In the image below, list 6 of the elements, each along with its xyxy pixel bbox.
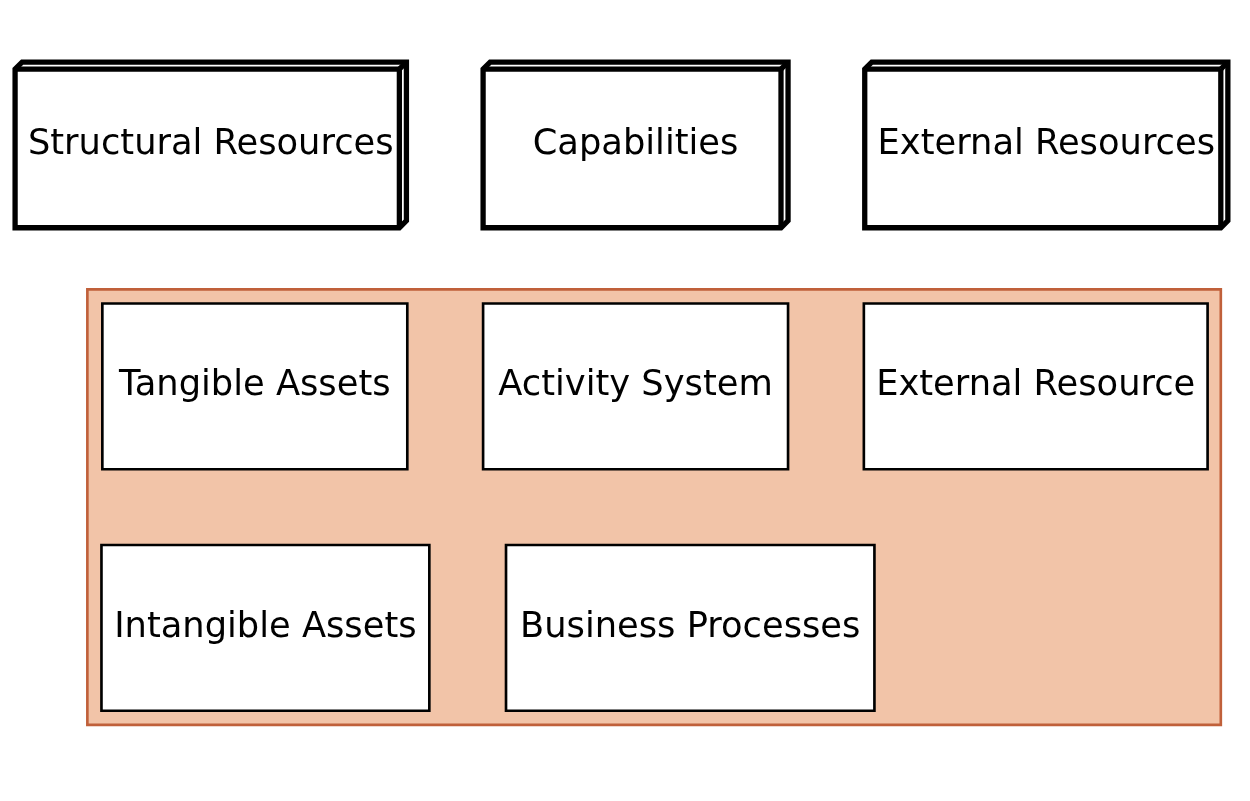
node-box: Business Processes xyxy=(504,543,876,713)
cluster xyxy=(86,288,1223,727)
node-box: External Resource xyxy=(862,302,1209,471)
node-box: Tangible Assets xyxy=(101,302,409,471)
node-box: Intangible Assets xyxy=(100,543,431,713)
node-box: Activity System xyxy=(481,302,790,471)
